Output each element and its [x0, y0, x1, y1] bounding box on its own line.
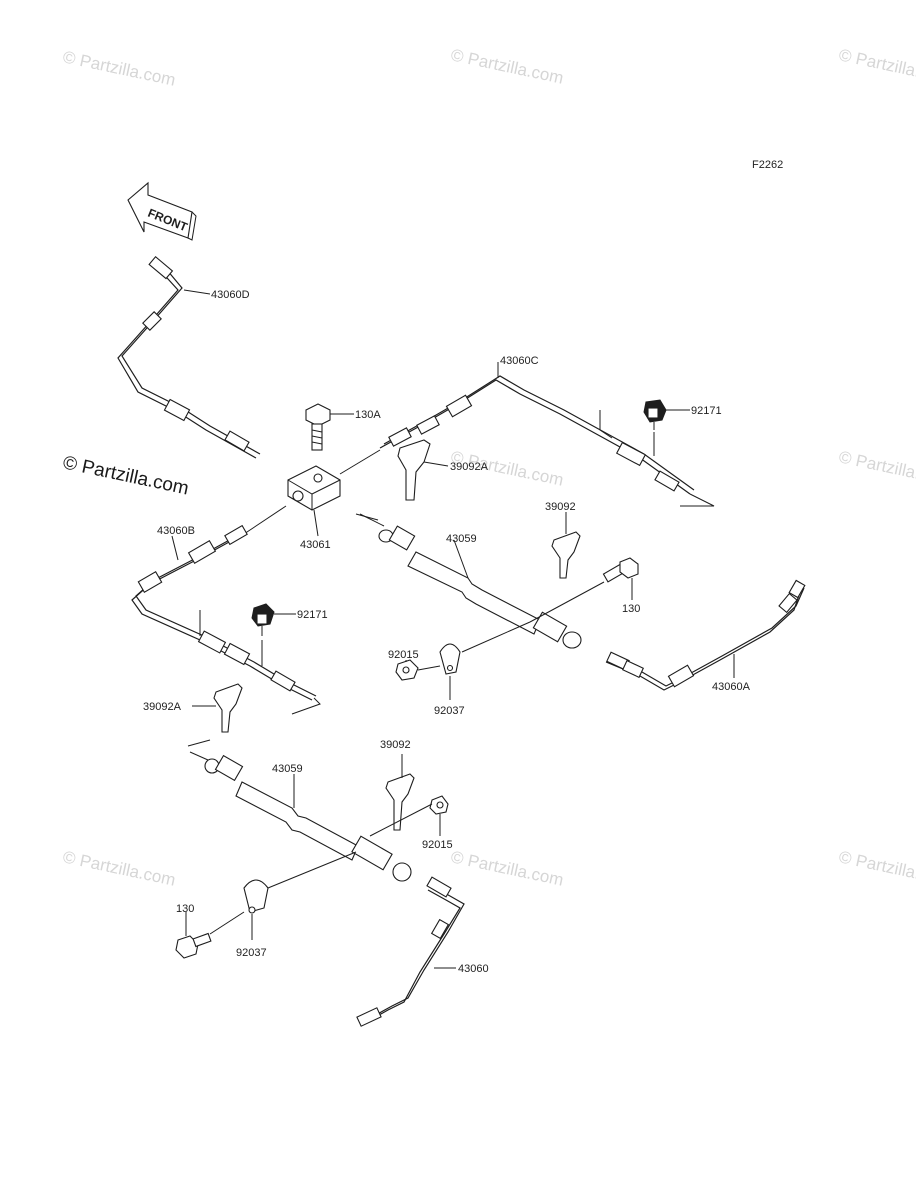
clip-92171-top [643, 399, 690, 430]
bolt-130-right [529, 557, 639, 623]
part-label-92037-bottom: 92037 [236, 947, 267, 959]
part-label-92171-left: 92171 [297, 609, 328, 621]
front-arrow-icon: FRONT [127, 181, 197, 241]
part-label-92015-top: 92015 [388, 649, 419, 661]
watermarks: © Partzilla.com © Partzilla.com © Partzi… [61, 45, 916, 889]
watermark-text: © Partzilla.com [837, 447, 916, 489]
hose-43059-upper [355, 513, 582, 649]
watermark-text: © Partzilla.com [449, 847, 565, 889]
part-label-43061: 43061 [300, 539, 331, 551]
part-label-39092-top: 39092 [545, 501, 576, 513]
clip-39092A-top [397, 439, 449, 501]
nut-92015-bottom [369, 795, 449, 837]
clip-39092A-left [192, 683, 243, 733]
clip-39092-right [551, 512, 581, 579]
part-label-130A: 130A [355, 409, 381, 421]
part-label-43059-bottom: 43059 [272, 763, 303, 775]
part-label-130-bottom: 130 [176, 903, 194, 915]
part-label-43060A: 43060A [712, 681, 751, 693]
watermark-text: © Partzilla.com [61, 847, 177, 889]
part-label-39092A-left: 39092A [143, 701, 182, 713]
bolt-130-bottom [175, 911, 245, 959]
part-label-92037-top: 92037 [434, 705, 465, 717]
nut-92015-top [395, 659, 441, 681]
part-label-43059-top: 43059 [446, 533, 477, 545]
clamp-92037-top [439, 621, 531, 700]
watermark-text: © Partzilla.com [61, 47, 177, 89]
clip-92171-left [251, 603, 296, 636]
part-label-39092-bottom: 39092 [380, 739, 411, 751]
part-label-130-right: 130 [622, 603, 640, 615]
watermark-text: © Partzilla.com [449, 45, 565, 87]
hose-43059-lower [187, 739, 412, 882]
part-label-43060: 43060 [458, 963, 489, 975]
brake-line-43060D [117, 255, 261, 459]
junction-block-43061 [287, 465, 341, 537]
brake-line-43060B [131, 505, 321, 715]
part-label-92015-bottom: 92015 [422, 839, 453, 851]
part-label-39092A-top: 39092A [450, 461, 489, 473]
part-label-43060D: 43060D [211, 289, 250, 301]
brake-line-43060A [605, 579, 806, 691]
part-label-92171-top: 92171 [691, 405, 722, 417]
watermark-text: © Partzilla.com [837, 45, 916, 87]
brake-line-43060 [356, 876, 465, 1027]
clamp-92037-bottom [243, 851, 357, 940]
part-label-43060B: 43060B [157, 525, 195, 537]
figure-code: F2262 [752, 159, 783, 171]
clip-39092-bottom [385, 754, 415, 831]
watermark-main: © Partzilla.com [61, 452, 191, 499]
part-label-43060C: 43060C [500, 355, 539, 367]
brake-line-43060C [339, 362, 715, 507]
bolt-130A [305, 403, 354, 451]
watermark-text: © Partzilla.com [837, 847, 916, 889]
